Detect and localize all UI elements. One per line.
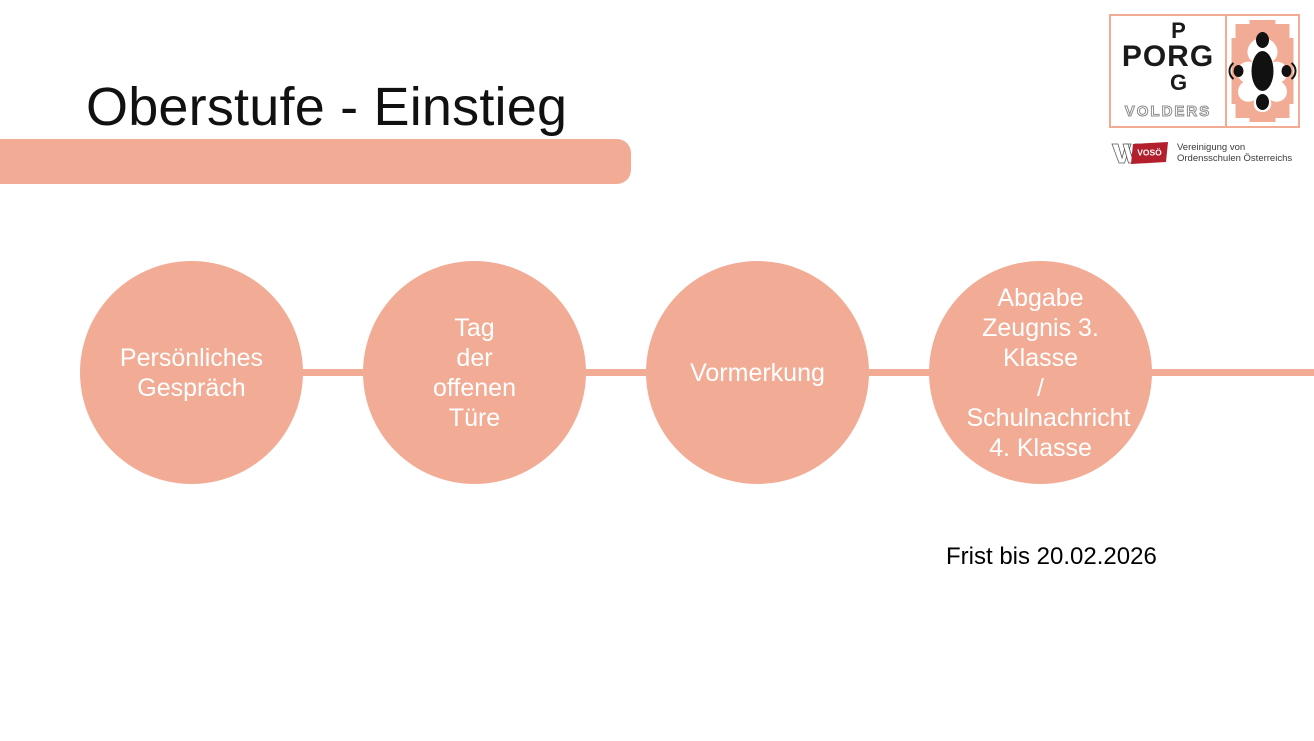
flow-node-label: Tag der offenen Türe [433,313,516,432]
flow-node-label: Vormerkung [690,358,825,387]
flow-node-label: Abgabe Zeugnis 3. Klasse / Schulnachrich… [966,283,1131,462]
svg-text:VOSÖ: VOSÖ [1137,148,1162,158]
page-title: Oberstufe - Einstieg [86,77,568,137]
porg-wordmark: PORG [1121,40,1215,73]
vosoe-caption: Vereinigung von Ordensschulen Österreich… [1177,141,1293,165]
flow-node-abgabe-zeugnis[interactable]: Abgabe Zeugnis 3. Klasse / Schulnachrich… [929,261,1152,484]
floral-ornament-icon [1227,16,1298,126]
flow-node-tag-der-offenen-tuere[interactable]: Tag der offenen Türe [363,261,586,484]
vosoe-logo: VOSÖ Vereinigung von Ordensschulen Öster… [1111,138,1301,168]
vosoe-w-icon: VOSÖ [1111,141,1169,165]
flow-node-vormerkung[interactable]: Vormerkung [646,261,869,484]
flow-node-persoenliches-gespraech[interactable]: Persönliches Gespräch [80,261,303,484]
porg-letter-g-bottom: G [1169,70,1189,95]
porg-wordmark-panel: P PORG G VOLDERS [1111,16,1227,126]
porg-place-name: VOLDERS [1124,103,1212,120]
flow-node-label: Persönliches Gespräch [119,343,264,402]
title-accent-bar [0,139,631,184]
porg-letter-p-top: P [1171,18,1187,43]
deadline-note: Frist bis 20.02.2026 [946,543,1157,570]
porg-volders-logo: P PORG G VOLDERS [1109,14,1300,128]
logo-block: P PORG G VOLDERS [1109,14,1301,170]
